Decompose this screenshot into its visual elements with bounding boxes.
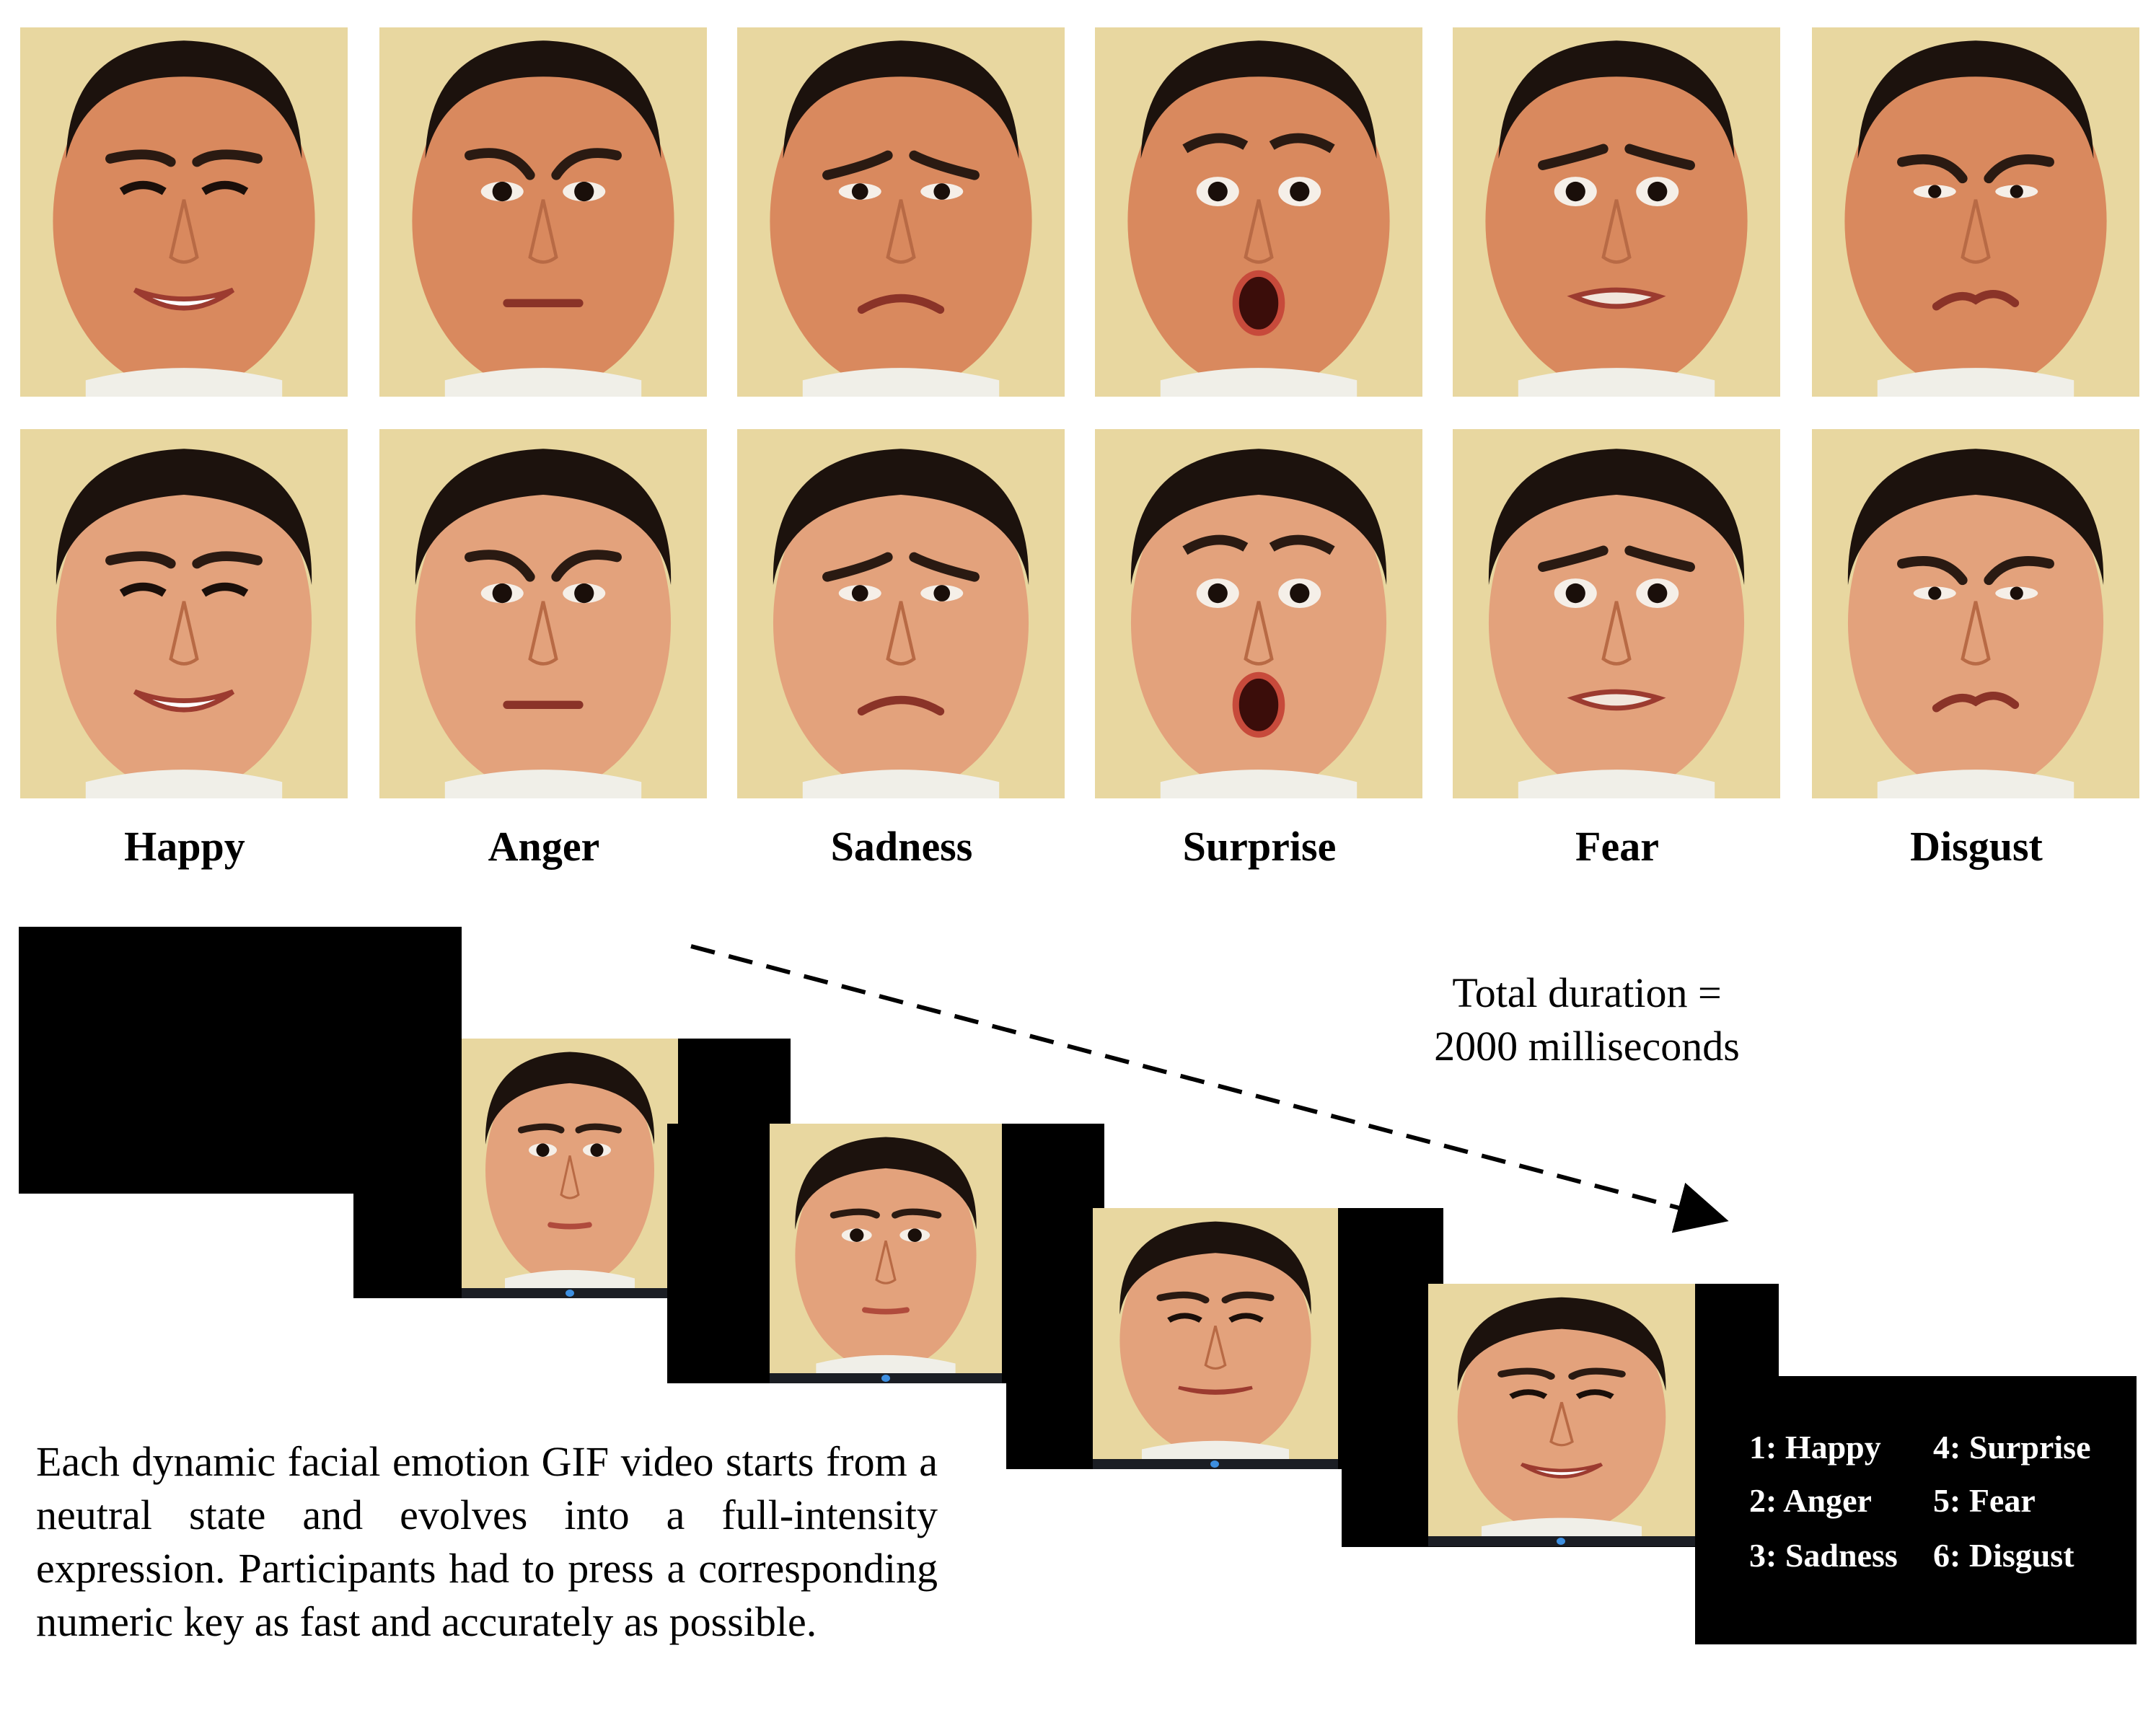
face-male-sadness xyxy=(737,27,1065,397)
label-surprise: Surprise xyxy=(1182,823,1337,870)
response-option-4: 4: Surprise xyxy=(1933,1429,2091,1466)
label-disgust: Disgust xyxy=(1910,823,2043,870)
frame-face-2 xyxy=(770,1124,1002,1375)
frame-face-3 xyxy=(1093,1208,1338,1460)
label-happy: Happy xyxy=(124,823,245,870)
duration-line-2: 2000 milliseconds xyxy=(1434,1023,1740,1070)
face-female-fear xyxy=(1453,429,1780,798)
video-controls-2 xyxy=(770,1373,1002,1383)
duration-label: Total duration = 2000 milliseconds xyxy=(1370,966,1803,1073)
description-paragraph: Each dynamic facial emotion GIF video st… xyxy=(36,1438,938,1645)
response-option-5: 5: Fear xyxy=(1933,1482,2036,1519)
face-female-anger xyxy=(379,429,707,798)
duration-line-1: Total duration = xyxy=(1452,969,1722,1016)
label-fear: Fear xyxy=(1575,823,1659,870)
face-female-surprise xyxy=(1095,429,1422,798)
face-female-happy xyxy=(20,429,348,798)
video-frame-3 xyxy=(1006,1208,1443,1469)
response-option-1: 1: Happy xyxy=(1749,1429,1881,1466)
video-controls-1 xyxy=(462,1288,678,1298)
response-option-2: 2: Anger xyxy=(1749,1482,1872,1519)
face-male-disgust xyxy=(1812,27,2139,397)
label-sadness: Sadness xyxy=(830,823,973,870)
face-male-happy xyxy=(20,27,348,397)
response-option-3: 3: Sadness xyxy=(1749,1537,1898,1574)
frame-face-1 xyxy=(462,1039,678,1290)
label-anger: Anger xyxy=(488,823,600,870)
video-controls-4 xyxy=(1428,1536,1695,1546)
description-text: Each dynamic facial emotion GIF video st… xyxy=(36,1435,938,1649)
response-option-6: 6: Disgust xyxy=(1933,1537,2074,1574)
face-female-sadness xyxy=(737,429,1065,798)
face-male-anger xyxy=(379,27,707,397)
face-male-surprise xyxy=(1095,27,1422,397)
response-screen: 1: Happy 2: Anger 3: Sadness 4: Surprise… xyxy=(1695,1376,2137,1644)
face-female-disgust xyxy=(1812,429,2139,798)
video-controls-3 xyxy=(1093,1459,1338,1469)
face-male-fear xyxy=(1453,27,1780,397)
frame-face-4 xyxy=(1428,1284,1695,1538)
